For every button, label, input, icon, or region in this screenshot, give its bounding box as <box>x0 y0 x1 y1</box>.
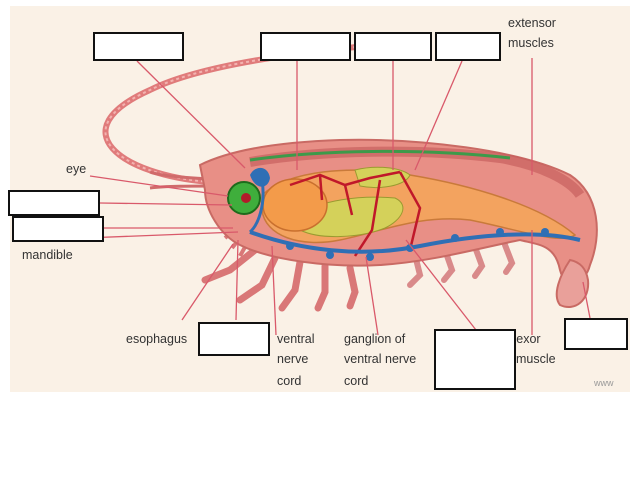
label-ventral-nerve-line3: cord <box>277 374 302 388</box>
label-mandible: mandible <box>22 248 73 262</box>
answer-box-4[interactable] <box>435 32 501 61</box>
label-ventral-nerve-line2: nerve <box>277 352 309 366</box>
label-flexor-line1: flexor <box>510 332 541 346</box>
label-flexor-line2: muscle <box>516 352 556 366</box>
watermark: www <box>594 378 614 388</box>
answer-box-7[interactable] <box>198 322 270 356</box>
label-extensor-line2: muscles <box>508 36 554 50</box>
ventral-nerve-cord <box>249 230 581 254</box>
answer-box-6[interactable] <box>12 216 104 242</box>
dorsal-artery <box>249 149 511 162</box>
tail-fan <box>555 258 590 308</box>
antenna-long-inner <box>104 39 421 183</box>
label-esophagus: esophagus <box>126 332 188 346</box>
brain <box>250 167 270 187</box>
label-ganglion-line2: ventral nerve <box>344 352 417 366</box>
walking-legs <box>201 246 359 312</box>
circumesophageal-connective <box>248 179 265 234</box>
label-ventral-nerve-line1: ventral <box>277 332 315 346</box>
eye-pupil <box>241 193 251 203</box>
label-extensor-line1: extensor <box>508 16 556 30</box>
label-eye: eye <box>66 162 87 176</box>
answer-box-8-overlay <box>434 329 516 390</box>
label-ganglion-line3: cord <box>344 374 369 388</box>
answer-box-3[interactable] <box>354 32 432 61</box>
label-ganglion-line1: ganglion of <box>344 332 406 346</box>
leader-lines <box>84 58 591 336</box>
arteries <box>289 170 422 257</box>
answer-box-1[interactable] <box>93 32 184 61</box>
answer-box-2[interactable] <box>260 32 351 61</box>
answer-box-5[interactable] <box>8 190 100 216</box>
answer-box-9[interactable] <box>564 318 628 350</box>
stomach <box>262 178 328 232</box>
nerve-ganglia <box>286 228 549 261</box>
